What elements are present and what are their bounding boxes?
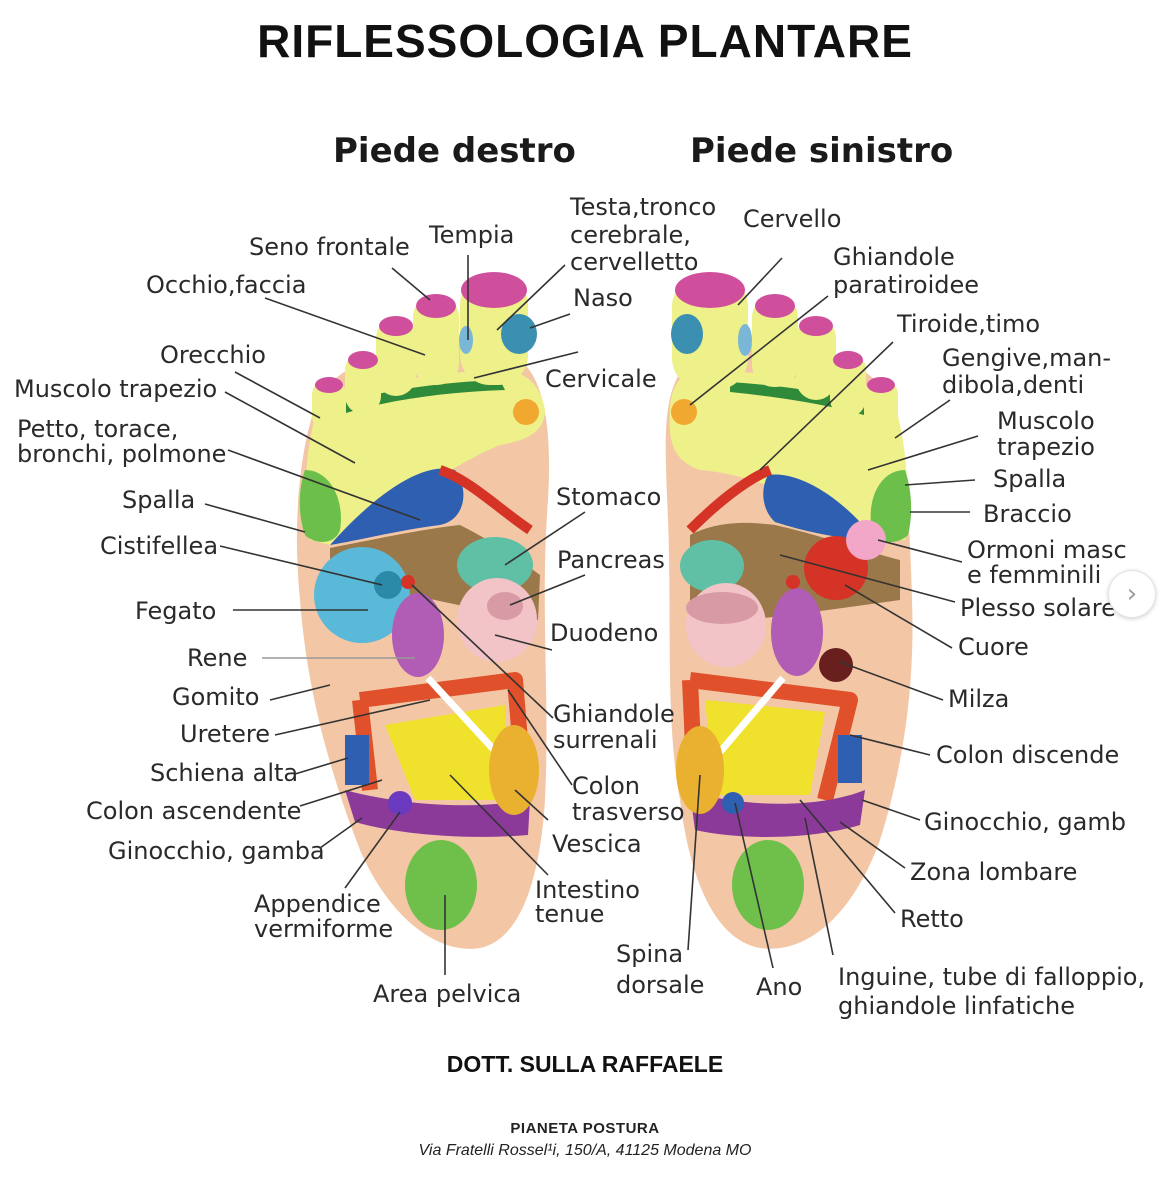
left-foot-heading: Piede sinistro: [690, 131, 953, 171]
label-uretere: Uretere: [180, 720, 270, 748]
label-cervicale: Cervicale: [545, 365, 657, 393]
label-rene: Rene: [187, 644, 247, 672]
label-pancreas: Pancreas: [557, 546, 665, 574]
label-seno-frontale: Seno frontale: [249, 233, 410, 261]
label-gengive-1: Gengive,man-: [942, 344, 1111, 372]
left-foot-green-band: [730, 382, 898, 425]
right-foot-toes: [312, 272, 539, 433]
label-ghiandole-para-1: Ghiandole: [833, 243, 955, 271]
label-retto: Retto: [900, 905, 964, 933]
label-fegato: Fegato: [135, 597, 216, 625]
label-zona-lombare: Zona lombare: [910, 858, 1077, 886]
label-tempia: Tempia: [428, 221, 514, 249]
label-petto-2: bronchi, polmone: [17, 440, 226, 468]
right-foot-diaphragm: [438, 465, 533, 535]
author-name: DOTT. SULLA RAFFAELE: [446, 1051, 724, 1077]
label-inguine-2: ghiandole linfatiche: [838, 992, 1075, 1020]
label-gomito: Gomito: [172, 683, 259, 711]
left-foot-labels: Cervello Ghiandole paratiroidee Tiroide,…: [616, 205, 1145, 1020]
label-ano: Ano: [756, 973, 802, 1001]
label-naso: Naso: [573, 284, 633, 312]
label-colon-ascendente: Colon ascendente: [86, 797, 301, 825]
label-muscolo-2: trapezio: [997, 433, 1095, 461]
right-foot-pancreas: [457, 578, 537, 662]
label-stomaco: Stomaco: [556, 483, 661, 511]
label-colon-discendente: Colon discende: [936, 741, 1119, 769]
label-ghiandole-surrenali-1: Ghiandole: [553, 700, 675, 728]
label-testa-2: cerebrale,: [570, 221, 691, 249]
left-foot-pelvic: [732, 840, 804, 930]
label-milza: Milza: [948, 685, 1009, 713]
label-petto-1: Petto, torace,: [17, 415, 178, 443]
right-foot-green-band: [316, 380, 505, 422]
label-muscolo-trapezio: Muscolo trapezio: [14, 375, 217, 403]
label-spina-1: Spina: [616, 940, 683, 968]
label-testa-1: Testa,tronco: [569, 193, 716, 221]
left-foot-intestine: [705, 700, 825, 795]
page-title: RIFLESSOLOGIA PLANTARE: [257, 15, 913, 67]
chevron-right-icon: ›: [1126, 579, 1138, 609]
left-foot-spleen: [819, 648, 853, 682]
label-muscolo-1: Muscolo: [997, 407, 1095, 435]
right-foot-bladder: [489, 725, 539, 815]
right-foot-heading: Piede destro: [333, 131, 576, 171]
left-foot-stomach: [680, 540, 744, 592]
label-ormoni-2: e femminili: [967, 561, 1101, 589]
label-ghiandole-para-2: paratiroidee: [833, 271, 979, 299]
label-intestino-1: Intestino: [535, 876, 640, 904]
label-spalla-right: Spalla: [122, 486, 195, 514]
right-foot-liver: [314, 547, 410, 643]
right-foot-stomach: [457, 537, 533, 593]
label-cistifellea: Cistifellea: [100, 532, 218, 560]
right-foot-lung: [330, 468, 464, 545]
label-ginocchio-gamba-left: Ginocchio, gamb: [924, 808, 1126, 836]
label-vescica: Vescica: [552, 830, 642, 858]
label-tiroide-timo: Tiroide,timo: [896, 310, 1040, 338]
label-spalla-left: Spalla: [993, 465, 1066, 493]
left-foot-kidney: [771, 588, 823, 676]
right-foot-kidney: [392, 593, 444, 677]
label-ormoni-1: Ormoni masc: [967, 536, 1127, 564]
label-spina-2: dorsale: [616, 971, 704, 999]
label-testa-3: cervelletto: [570, 248, 698, 276]
label-schiena-alta: Schiena alta: [150, 759, 298, 787]
label-colon-trasverso-1: Colon: [572, 772, 640, 800]
label-braccio: Braccio: [983, 500, 1072, 528]
label-ginocchio-gamba-right: Ginocchio, gamba: [108, 837, 325, 865]
next-slide-button[interactable]: ›: [1108, 570, 1156, 618]
label-ghiandole-surrenali-2: surrenali: [553, 726, 658, 754]
label-area-pelvica: Area pelvica: [373, 980, 521, 1008]
label-orecchio: Orecchio: [160, 341, 266, 369]
address: Via Fratelli Rossel¹i, 150/A, 41125 Mode…: [418, 1142, 752, 1159]
label-plesso-solare: Plesso solare: [960, 594, 1116, 622]
right-foot-labels: Seno frontale Tempia Testa,tronco cerebr…: [14, 193, 716, 1008]
label-gengive-2: dibola,denti: [942, 371, 1084, 399]
label-colon-trasverso-2: trasverso: [572, 798, 685, 826]
label-inguine-1: Inguine, tube di falloppio,: [838, 963, 1145, 991]
left-foot-lung: [763, 474, 875, 540]
left-foot-diaphragm: [686, 465, 772, 534]
label-cuore: Cuore: [958, 633, 1029, 661]
organization-name: PIANETA POSTURA: [510, 1120, 660, 1137]
label-occhio-faccia: Occhio,faccia: [146, 271, 306, 299]
label-duodeno: Duodeno: [550, 619, 658, 647]
left-foot-shoulder: [870, 470, 912, 542]
label-appendice-2: vermiforme: [254, 915, 393, 943]
label-appendice-1: Appendice: [254, 890, 381, 918]
right-foot-pelvic: [405, 840, 477, 930]
label-intestino-2: tenue: [535, 900, 604, 928]
label-cervello: Cervello: [743, 205, 841, 233]
